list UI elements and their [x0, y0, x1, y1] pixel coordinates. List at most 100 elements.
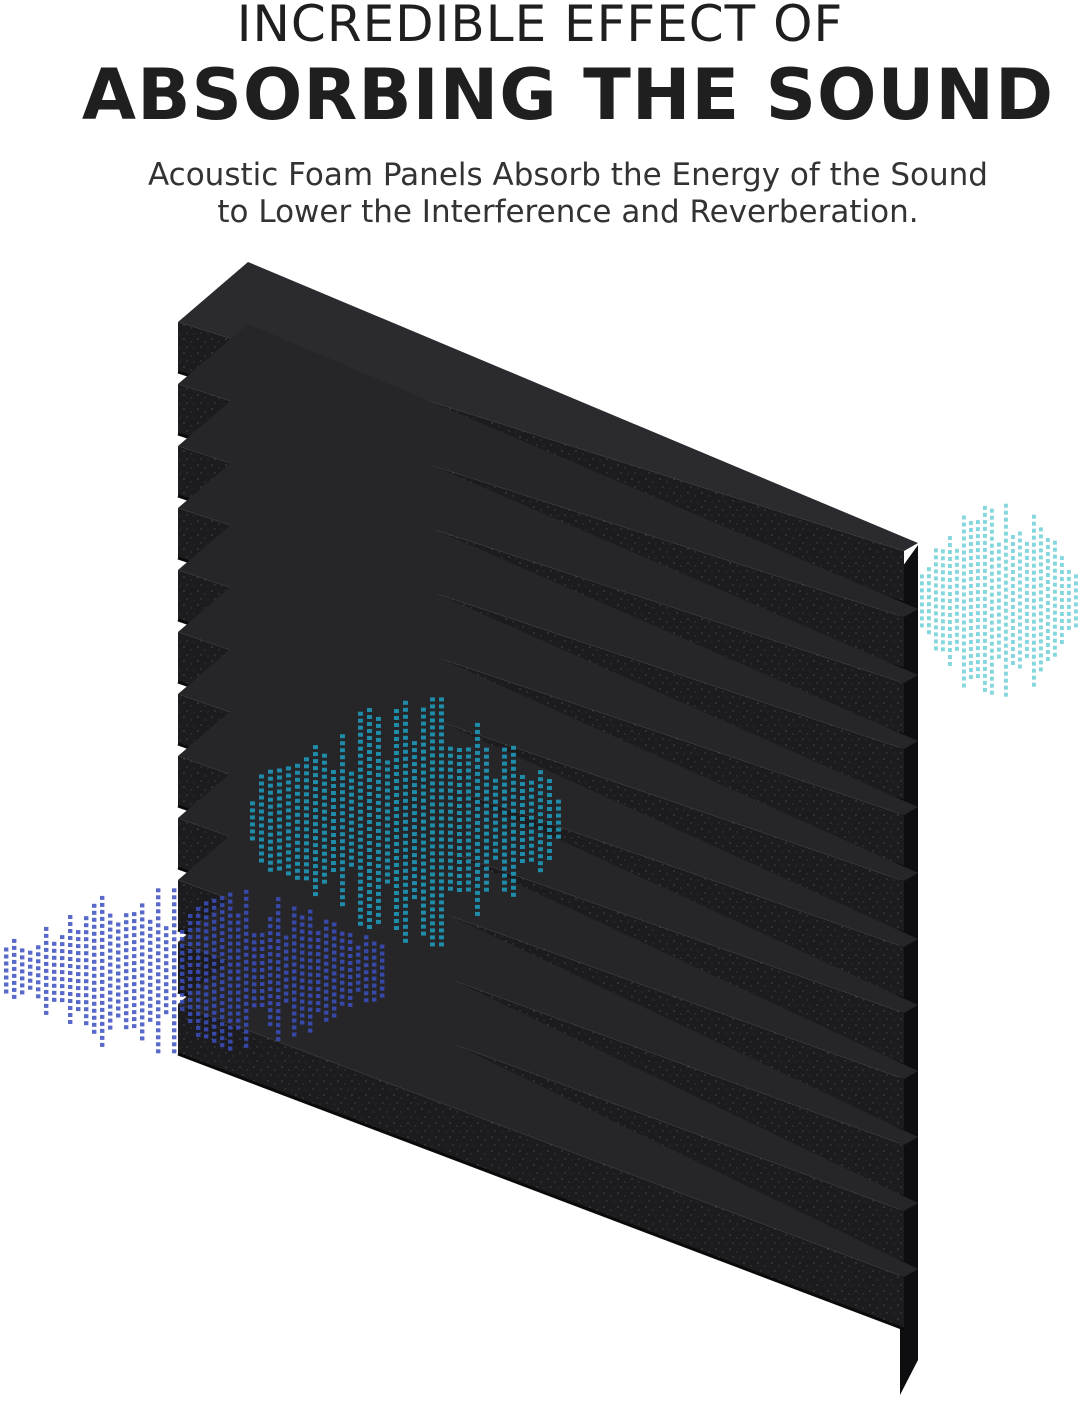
- wave-bar: [332, 1006, 337, 1011]
- wave-bar: [1074, 616, 1078, 621]
- wave-bar: [324, 933, 329, 938]
- wave-bar: [934, 576, 938, 581]
- wave-bar: [172, 1049, 177, 1054]
- wave-bar: [976, 667, 980, 672]
- wave-bar: [948, 578, 952, 582]
- wave-bar: [976, 611, 980, 616]
- wave-bar: [948, 634, 952, 638]
- wave-bar: [324, 982, 329, 987]
- wave-bar: [300, 929, 305, 934]
- wave-bar: [268, 839, 273, 844]
- wave-bar: [300, 999, 305, 1004]
- wave-bar: [84, 1000, 89, 1005]
- wave-bar: [948, 662, 952, 666]
- wave-bar: [403, 763, 408, 768]
- wave-bar: [358, 893, 363, 898]
- wave-bar: [260, 1003, 265, 1007]
- wave-bar: [76, 993, 81, 998]
- wave-bar: [60, 956, 65, 961]
- wave-bar: [529, 850, 534, 855]
- wave-bar: [1011, 612, 1015, 616]
- wave-bar: [148, 961, 153, 966]
- wave-bar: [962, 578, 966, 583]
- wave-bar: [367, 806, 372, 810]
- wave-bar: [292, 927, 297, 932]
- wave-bar: [300, 985, 305, 990]
- wave-bar: [439, 879, 444, 884]
- wave-bar: [1032, 521, 1036, 526]
- wave-bar: [983, 561, 987, 566]
- wave-bar: [116, 929, 121, 934]
- wave-bar: [244, 1015, 249, 1020]
- wave-bar: [927, 581, 931, 586]
- wave-bar: [313, 850, 318, 855]
- wave-bar: [538, 833, 543, 838]
- wave-bar: [511, 850, 516, 855]
- wave-bar: [502, 782, 507, 787]
- wave-bar: [983, 617, 987, 622]
- wave-bar: [983, 568, 987, 573]
- wave-bar: [268, 1015, 273, 1020]
- wave-bar: [403, 847, 408, 852]
- wave-bar: [268, 917, 273, 922]
- wave-bar: [358, 879, 363, 884]
- wave-bar: [292, 1004, 297, 1009]
- wave-bar: [349, 834, 354, 839]
- wave-bar: [1011, 661, 1015, 665]
- wave-bar: [412, 790, 417, 795]
- wave-bar: [277, 817, 282, 822]
- wave-bar: [403, 714, 408, 719]
- wave-bar: [332, 985, 337, 990]
- wave-bar: [92, 938, 97, 943]
- wave-bar: [292, 1018, 297, 1023]
- wave-bar: [403, 924, 408, 929]
- wave-bar: [475, 750, 480, 755]
- wave-bar: [316, 952, 321, 957]
- wave-bar: [250, 801, 255, 806]
- wave-bar: [304, 834, 309, 839]
- wave-bar: [308, 1007, 313, 1012]
- wave-bar: [268, 832, 273, 837]
- wave-bar: [394, 793, 399, 797]
- wave-bar: [295, 861, 300, 866]
- wave-bar: [538, 812, 543, 817]
- wave-bar: [284, 935, 289, 940]
- wave-bar: [356, 945, 361, 950]
- wave-bar: [547, 828, 552, 832]
- wave-bar: [1025, 653, 1029, 658]
- wave-bar: [76, 951, 81, 956]
- wave-bar: [172, 965, 177, 970]
- wave-bar: [1018, 545, 1022, 550]
- wave-bar: [172, 1028, 177, 1033]
- wave-bar: [976, 576, 980, 581]
- wave-bar: [439, 753, 444, 758]
- wave-bar: [284, 984, 289, 989]
- wave-bar: [955, 576, 959, 581]
- wave-bar: [236, 1018, 241, 1023]
- wave-bar: [1053, 638, 1057, 643]
- wave-bar: [180, 943, 185, 948]
- wave-bar: [358, 746, 363, 751]
- wave-bar: [1025, 548, 1029, 553]
- wave-bar: [356, 987, 361, 992]
- wave-bar: [538, 784, 543, 789]
- wave-bar: [412, 895, 417, 900]
- wave-bar: [349, 820, 354, 825]
- wave-bar: [68, 978, 73, 982]
- wave-bar: [84, 965, 89, 970]
- wave-bar: [172, 937, 177, 942]
- wave-bar: [324, 961, 329, 966]
- wave-bar: [260, 961, 265, 965]
- wave-bar: [276, 988, 281, 993]
- wave-bar: [448, 781, 453, 786]
- wave-bar: [976, 639, 980, 644]
- wave-bar: [252, 996, 257, 1001]
- wave-bar: [1004, 594, 1008, 599]
- wave-bar: [1046, 629, 1050, 633]
- wave-bar: [466, 796, 471, 801]
- wave-bar: [100, 1014, 105, 1019]
- wave-bar: [268, 924, 273, 929]
- wave-bar: [180, 999, 185, 1004]
- wave-bar: [228, 997, 233, 1002]
- wave-bar: [172, 944, 177, 949]
